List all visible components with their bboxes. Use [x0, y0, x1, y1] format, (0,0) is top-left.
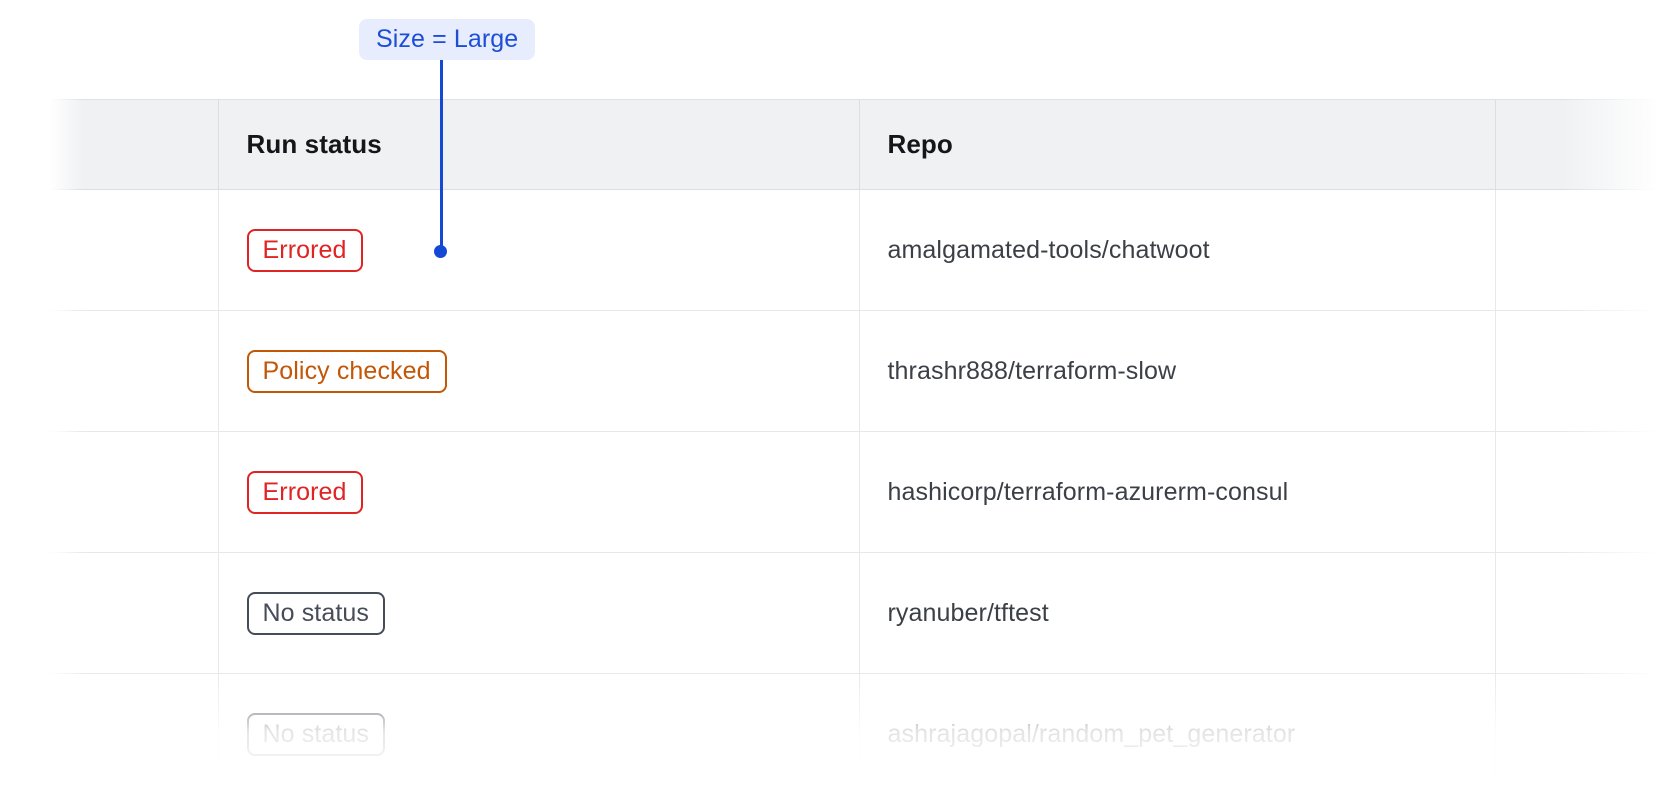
row-spacer-cell [50, 310, 219, 432]
row-spacer-cell [50, 431, 219, 553]
table-row[interactable]: Errored hashicorp/terraform-azurerm-cons… [50, 431, 1672, 553]
run-status-cell: Errored [218, 189, 860, 311]
repo-cell: amalgamated-tools/chatwoot [859, 189, 1496, 311]
table-body: Errored amalgamated-tools/chatwoot Polic… [50, 189, 1672, 788]
table-header: Run status Repo [50, 99, 1672, 190]
repo-cell: ryanuber/tftest [859, 552, 1496, 674]
row-tail-cell [1495, 431, 1672, 553]
status-badge[interactable]: No status [246, 712, 386, 756]
run-status-cell: No status [218, 552, 860, 674]
repo-cell: hashicorp/terraform-azurerm-consul [859, 431, 1496, 553]
row-spacer-cell [50, 189, 219, 311]
row-tail-cell [1495, 673, 1672, 788]
column-header-repo-label: Repo [887, 129, 953, 159]
repo-name[interactable]: ashrajagopal/random_pet_generator [887, 719, 1296, 748]
runs-table-container: Run status Repo Errored [0, 99, 1672, 788]
column-header-repo[interactable]: Repo [859, 99, 1496, 190]
status-badge[interactable]: Errored [246, 470, 363, 514]
repo-name[interactable]: hashicorp/terraform-azurerm-consul [887, 477, 1289, 506]
table-header-row: Run status Repo [50, 99, 1672, 190]
status-badge[interactable]: Errored [246, 228, 363, 272]
row-tail-cell [1495, 310, 1672, 432]
repo-name[interactable]: thrashr888/terraform-slow [887, 356, 1177, 385]
repo-name[interactable]: ryanuber/tftest [887, 598, 1049, 627]
table-row[interactable]: Errored amalgamated-tools/chatwoot [50, 189, 1672, 311]
column-header-spacer [50, 99, 219, 190]
run-status-cell: Errored [218, 431, 860, 553]
run-status-cell: No status [218, 673, 860, 788]
row-spacer-cell [50, 673, 219, 788]
repo-name[interactable]: amalgamated-tools/chatwoot [887, 235, 1210, 264]
size-annotation-badge[interactable]: Size = Large [359, 19, 536, 60]
row-tail-cell [1495, 552, 1672, 674]
column-header-tail [1495, 99, 1672, 190]
column-header-run-status[interactable]: Run status [218, 99, 860, 190]
table-row[interactable]: No status ashrajagopal/random_pet_genera… [50, 673, 1672, 788]
runs-table: Run status Repo Errored [50, 99, 1672, 788]
run-status-cell: Policy checked [218, 310, 860, 432]
table-row[interactable]: No status ryanuber/tftest [50, 552, 1672, 674]
repo-cell: ashrajagopal/random_pet_generator [859, 673, 1496, 788]
row-spacer-cell [50, 552, 219, 674]
status-badge[interactable]: Policy checked [246, 349, 447, 393]
table-row[interactable]: Policy checked thrashr888/terraform-slow [50, 310, 1672, 432]
status-badge[interactable]: No status [246, 591, 386, 635]
repo-cell: thrashr888/terraform-slow [859, 310, 1496, 432]
column-header-run-status-label: Run status [246, 129, 382, 159]
row-tail-cell [1495, 189, 1672, 311]
